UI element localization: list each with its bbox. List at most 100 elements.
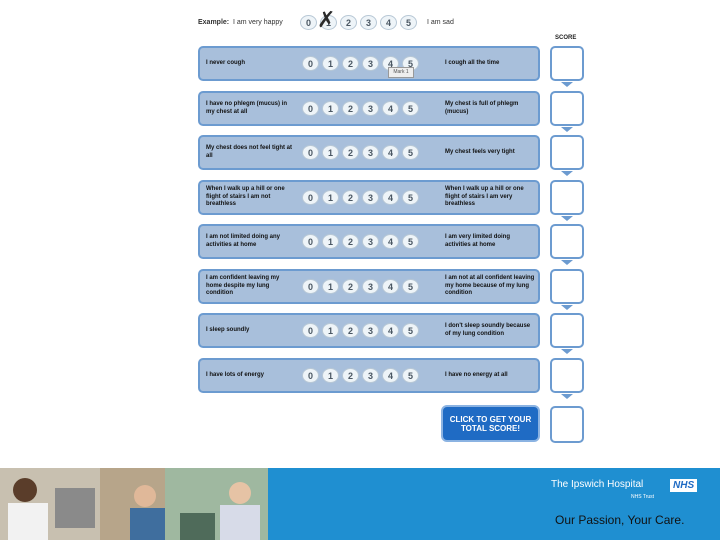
example-number: 1 [320, 15, 337, 30]
total-score-box [550, 406, 584, 443]
example-left-text: I am very happy [233, 19, 283, 26]
rating-option[interactable]: 0 [302, 234, 319, 249]
score-box [550, 269, 584, 304]
down-arrow-icon [561, 394, 573, 399]
slogan: Our Passion, Your Care. [555, 513, 685, 527]
rating-option[interactable]: 3 [362, 234, 379, 249]
rating-option[interactable]: 3 [362, 323, 379, 338]
footer-banner: The Ipswich Hospital NHS NHS Trust Our P… [0, 468, 720, 540]
row-right-statement: I cough all the time [445, 60, 500, 66]
rating-option[interactable]: 4 [382, 190, 399, 205]
down-arrow-icon [561, 127, 573, 132]
down-arrow-icon [561, 305, 573, 310]
rating-option[interactable]: 1 [322, 234, 339, 249]
example-right-text: I am sad [427, 19, 454, 26]
rating-option[interactable]: 3 [362, 368, 379, 383]
rating-option[interactable]: 4 [382, 323, 399, 338]
rating-option[interactable]: 5 [402, 145, 419, 160]
rating-option[interactable]: 5 [402, 234, 419, 249]
rating-option[interactable]: 3 [362, 279, 379, 294]
rating-option[interactable]: 3 [362, 145, 379, 160]
rating-option[interactable]: 2 [342, 56, 359, 71]
rating-option[interactable]: 1 [322, 323, 339, 338]
rating-option[interactable]: 5 [402, 279, 419, 294]
question-row: When I walk up a hill or one flight of s… [198, 180, 540, 215]
rating-option[interactable]: 0 [302, 323, 319, 338]
rating-option[interactable]: 1 [322, 56, 339, 71]
rating-option[interactable]: 2 [342, 279, 359, 294]
cross-mark-icon: ✗ [317, 8, 336, 33]
rating-option[interactable]: 2 [342, 368, 359, 383]
example-number: 5 [400, 15, 417, 30]
nhs-trust-label: NHS Trust [631, 494, 655, 500]
rating-option[interactable]: 4 [382, 145, 399, 160]
rating-option[interactable]: 3 [362, 101, 379, 116]
rating-option[interactable]: 5 [402, 101, 419, 116]
row-left-statement: I sleep soundly [206, 327, 250, 333]
row-left-statement: My chest does not feel tight at all [206, 145, 293, 159]
row-left-statement: I am confident leaving my home despite m… [206, 275, 280, 296]
rating-option[interactable]: 2 [342, 145, 359, 160]
rating-option[interactable]: 4 [382, 368, 399, 383]
score-box [550, 180, 584, 215]
rating-option[interactable]: 3 [362, 190, 379, 205]
rating-option[interactable]: 0 [302, 190, 319, 205]
row-right-statement: My chest is full of phlegm (mucus) [445, 101, 519, 115]
row-left-statement: I am not limited doing any activities at… [206, 234, 281, 248]
question-row: I am confident leaving my home despite m… [198, 269, 540, 304]
rating-option[interactable]: 4 [382, 279, 399, 294]
row-left-statement: I never cough [206, 60, 246, 66]
score-box [550, 91, 584, 126]
score-box [550, 313, 584, 348]
score-box [550, 135, 584, 170]
row-left-statement: I have lots of energy [206, 372, 265, 378]
rating-option[interactable]: 0 [302, 145, 319, 160]
rating-option[interactable]: 0 [302, 368, 319, 383]
rating-option[interactable]: 1 [322, 145, 339, 160]
row-right-statement: I don't sleep soundly because of my lung… [445, 323, 531, 337]
rating-option[interactable]: 1 [322, 279, 339, 294]
example-number: 3 [360, 15, 377, 30]
row-right-statement: I am very limited doing activities at ho… [445, 234, 511, 248]
example-label: Example: [198, 19, 230, 26]
row-right-statement: I have no energy at all [445, 372, 508, 378]
question-row: I am not limited doing any activities at… [198, 224, 540, 259]
rating-option[interactable]: 2 [342, 234, 359, 249]
rating-option[interactable]: 4 [382, 101, 399, 116]
rating-option[interactable]: 2 [342, 190, 359, 205]
rating-option[interactable]: 3 [362, 56, 379, 71]
rating-option[interactable]: 2 [342, 101, 359, 116]
down-arrow-icon [561, 349, 573, 354]
example-number: 4 [380, 15, 397, 30]
down-arrow-icon [561, 171, 573, 176]
rating-option[interactable]: 0 [302, 101, 319, 116]
down-arrow-icon [561, 216, 573, 221]
row-right-statement: I am not at all confident leaving my hom… [445, 275, 535, 296]
rating-option[interactable]: 1 [322, 368, 339, 383]
rating-option[interactable]: 5 [402, 323, 419, 338]
nhs-logo: NHS [670, 479, 698, 492]
rating-option[interactable]: 1 [322, 190, 339, 205]
rating-option[interactable]: 1 [322, 101, 339, 116]
example-number: 2 [340, 15, 357, 30]
rating-option[interactable]: 0 [302, 56, 319, 71]
rating-option[interactable]: 2 [342, 323, 359, 338]
question-row: I have no phlegm (mucus) in my chest at … [198, 91, 540, 126]
rating-option[interactable]: 4 [382, 234, 399, 249]
row-right-statement: My chest feels very tight [445, 149, 515, 155]
rating-option[interactable]: 0 [302, 279, 319, 294]
rating-option[interactable]: 5 [402, 190, 419, 205]
example-line: Example: I am very happy 0 1 2 3 4 5 ✗ I… [198, 10, 538, 34]
rating-option[interactable]: 5 [402, 368, 419, 383]
row-left-statement: I have no phlegm (mucus) in my chest at … [206, 101, 288, 115]
total-score-button[interactable]: CLICK TO GET YOUR TOTAL SCORE! [441, 405, 540, 442]
